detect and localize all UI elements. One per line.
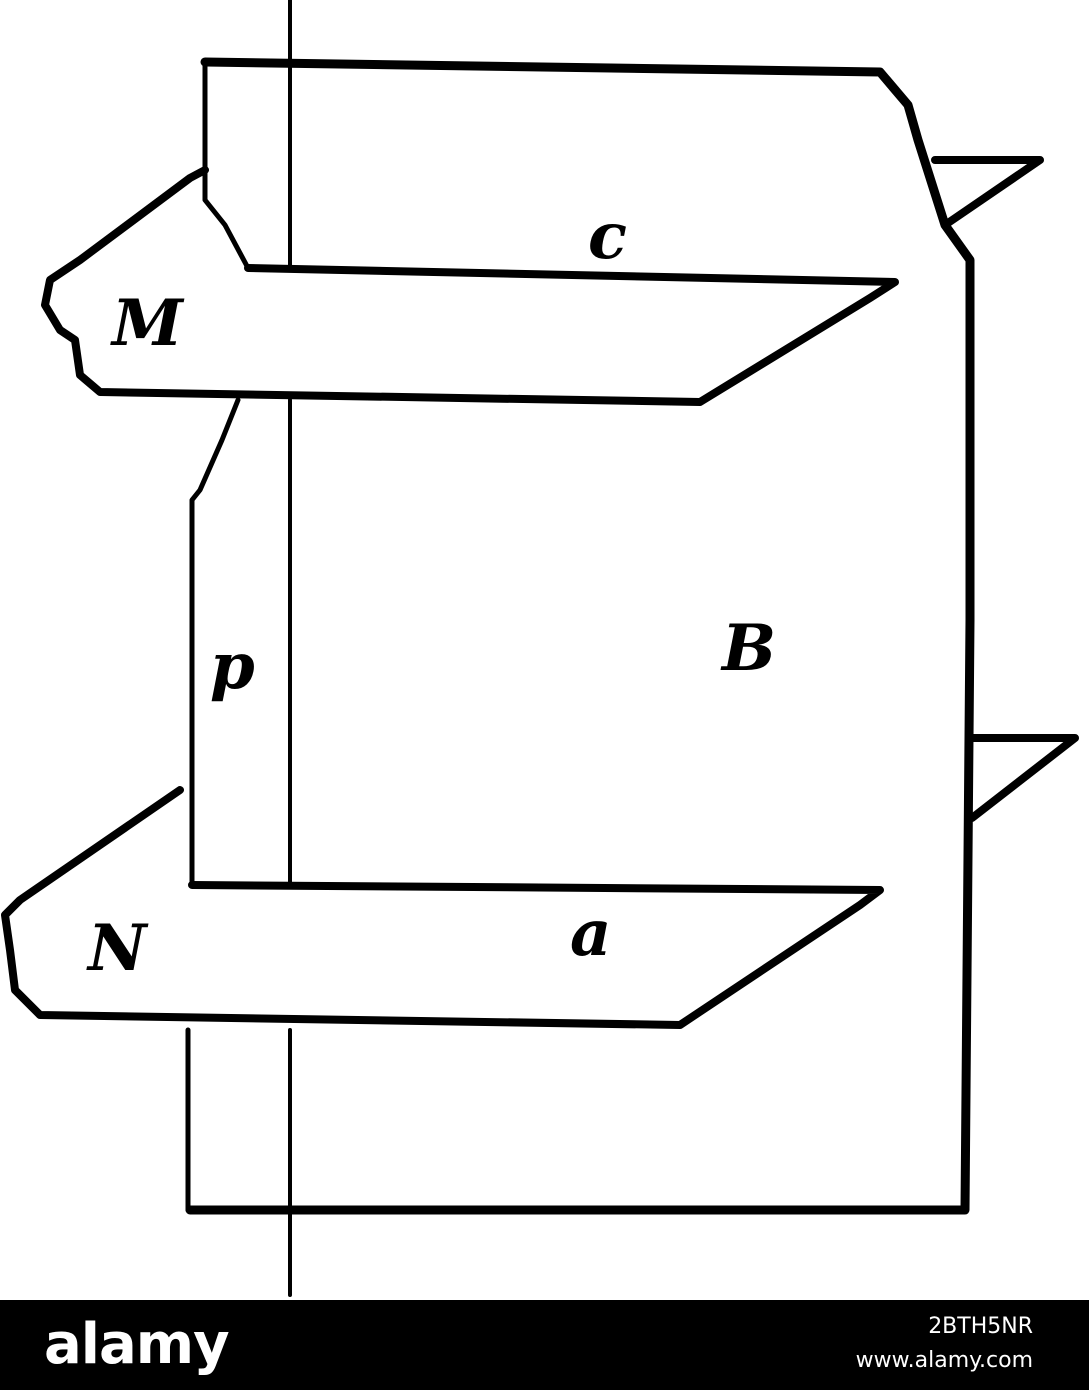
plate-m-thin-top	[246, 266, 897, 284]
site-url: www.alamy.com	[855, 1348, 1033, 1373]
right-tab-lower	[968, 734, 1079, 822]
label-a: a	[570, 896, 611, 971]
plate-n	[1, 786, 884, 1029]
plate-n-thin-top	[190, 883, 882, 892]
label-m: M	[110, 286, 185, 361]
block-b-top-left	[202, 59, 251, 271]
rail-p-left	[189, 397, 241, 888]
label-p: p	[210, 629, 255, 704]
block-b-outline	[185, 57, 975, 1215]
alamy-logo: alamy	[44, 1312, 230, 1377]
label-b: B	[720, 611, 776, 686]
right-tab-upper	[931, 156, 1044, 229]
label-n: N	[86, 911, 149, 986]
watermark-banner: alamy 2BTH5NR www.alamy.com	[0, 1300, 1089, 1390]
diagram: M c p B N a	[1, 0, 1079, 1297]
plate-m	[41, 166, 899, 406]
label-c: c	[588, 199, 627, 274]
image-id: 2BTH5NR	[928, 1314, 1033, 1339]
